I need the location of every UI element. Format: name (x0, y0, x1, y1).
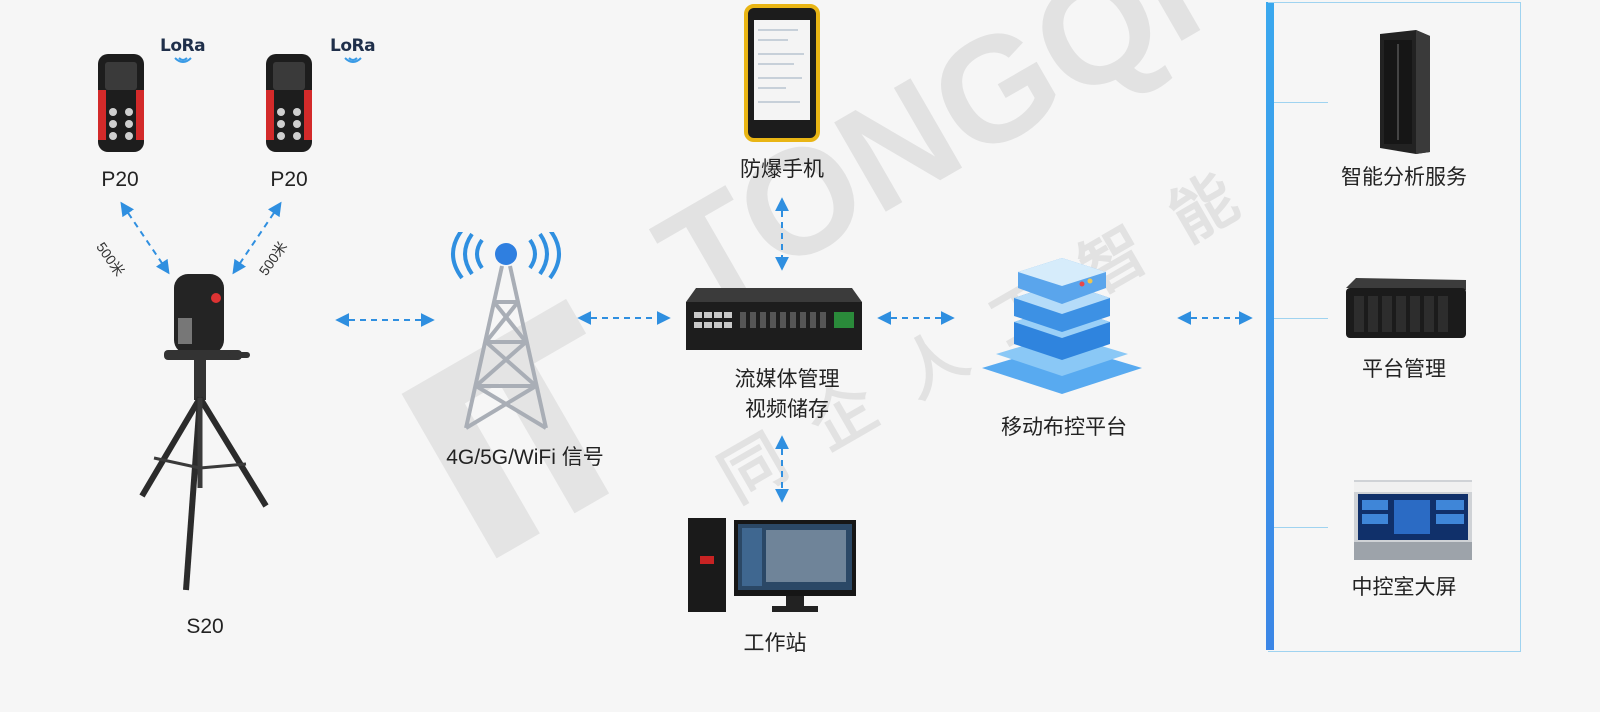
tower-device (442, 228, 570, 432)
panel-item-label-3: 中控室大屏 (1351, 576, 1457, 599)
tripod-monitor-icon (139, 274, 269, 591)
arrow-p20-right-s20 (232, 201, 282, 275)
lora-signal-icon (174, 57, 192, 63)
platform-label: 移动布控平台 (1001, 416, 1127, 439)
p20-right-label: P20 (270, 168, 308, 191)
video-wall-icon (1354, 480, 1472, 560)
workstation-label: 工作站 (743, 632, 807, 655)
panel-accent-bar (1266, 2, 1274, 650)
panel-item-label-2: 平台管理 (1362, 358, 1446, 381)
video-wall-device (1354, 480, 1472, 560)
gas-detector-icon (266, 54, 312, 152)
gas-detector-icon (98, 54, 144, 152)
p20-left-label: P20 (101, 168, 139, 191)
switch-device (686, 286, 862, 352)
lora-badge-left: LoRa (160, 36, 206, 56)
nas-device (1346, 278, 1468, 340)
server-rack-device (1376, 30, 1432, 154)
panel-item-label-1: 智能分析服务 (1341, 166, 1467, 189)
platform-device (978, 258, 1146, 398)
switch-label-line1: 流媒体管理 (734, 368, 840, 391)
workstation-computer-icon (688, 518, 856, 612)
s20-device (124, 268, 284, 608)
services-panel (1268, 2, 1521, 652)
storage-box-icon (1346, 278, 1466, 338)
lora-signal-icon (344, 57, 362, 63)
lora-badge-right: LoRa (330, 36, 376, 56)
tower-label: 4G/5G/WiFi 信号 (446, 446, 604, 469)
control-platform-icon (982, 258, 1142, 394)
signal-tower-icon (451, 228, 561, 430)
panel-connector-1 (1274, 102, 1328, 103)
panel-connector-3 (1274, 527, 1328, 528)
switch-label-line2: 视频储存 (745, 398, 829, 421)
s20-label: S20 (186, 615, 224, 638)
workstation-device (686, 516, 858, 616)
server-tower-icon (1380, 30, 1430, 154)
p20-right-device (264, 50, 314, 155)
explosion-proof-phone-icon (744, 4, 820, 142)
panel-connector-2 (1274, 318, 1328, 319)
phone-label: 防爆手机 (740, 158, 824, 181)
p20-left-device (96, 50, 146, 155)
phone-device (744, 4, 820, 142)
media-server-switch-icon (686, 288, 862, 350)
arrow-p20-left-s20 (120, 201, 170, 275)
